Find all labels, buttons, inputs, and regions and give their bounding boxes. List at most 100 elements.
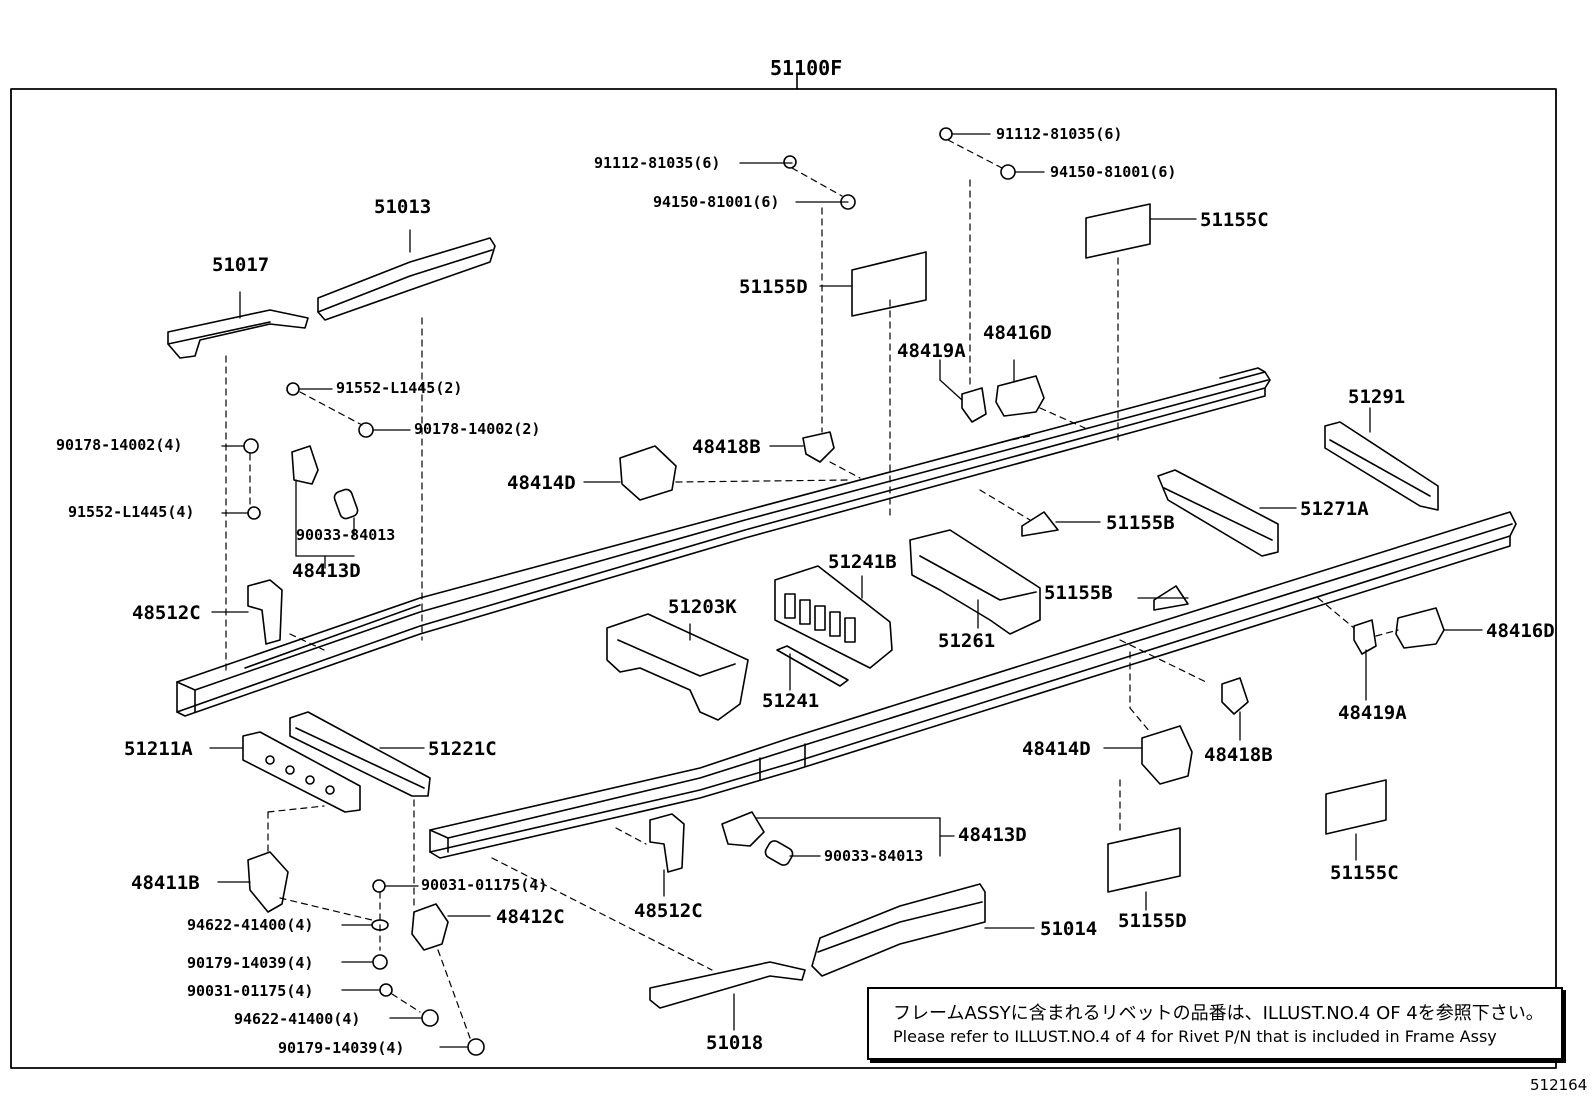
bracket-48418B-upper <box>802 431 835 463</box>
bracket-51155B-lower <box>1153 585 1189 611</box>
bracket-48414D-upper <box>619 445 677 501</box>
nut-90179-a <box>372 954 388 970</box>
collar-90033-upper <box>333 488 359 520</box>
part-label-90033-84013: 90033-84013 <box>296 526 396 544</box>
part-label-51211a: 51211A <box>124 738 193 760</box>
part-label-48413d: 48413D <box>292 560 361 582</box>
part-label-48418b: 48418B <box>692 436 761 458</box>
part-label-48414d: 48414D <box>507 472 576 494</box>
part-51017-shape <box>167 309 309 359</box>
part-label-48512c: 48512C <box>132 602 201 624</box>
part-51221C-shape <box>289 711 431 797</box>
part-label-51221c: 51221C <box>428 738 497 760</box>
part-label-48416d: 48416D <box>983 322 1052 344</box>
part-label-48412c: 48412C <box>496 906 565 928</box>
bracket-51155B-upper <box>1021 511 1059 537</box>
collar-90033-lower <box>764 840 794 866</box>
part-label-51155c: 51155C <box>1330 862 1399 884</box>
bracket-48414D-lower <box>1141 725 1193 785</box>
rivet-note-english: Please refer to ILLUST.NO.4 of 4 for Riv… <box>893 1027 1497 1046</box>
part-51211A-shape <box>242 731 361 813</box>
bolt-91552-lower <box>247 506 261 520</box>
bracket-48512C-upper <box>247 579 283 645</box>
part-label-51203k: 51203K <box>668 596 737 618</box>
part-label-90033-84013: 90033-84013 <box>824 847 924 865</box>
part-label-51155d: 51155D <box>739 276 808 298</box>
part-label-94622-41400-4: 94622-41400(4) <box>234 1010 361 1028</box>
part-label-91112-81035-6: 91112-81035(6) <box>996 125 1123 143</box>
part-label-91552-l1445-2: 91552-L1445(2) <box>336 379 463 397</box>
bracket-48412C-shape <box>411 903 449 951</box>
part-label-94622-41400-4: 94622-41400(4) <box>187 916 314 934</box>
dashed-assembly-lines <box>225 139 1399 1039</box>
assembly-title: 51100F <box>770 56 843 80</box>
part-label-51018: 51018 <box>706 1032 764 1054</box>
part-51241B-shape <box>774 565 893 669</box>
part-label-51241: 51241 <box>762 690 820 712</box>
part-label-94150-81001-6: 94150-81001(6) <box>653 193 780 211</box>
bolt-91552-upper <box>286 382 300 396</box>
part-51014-shape <box>811 883 986 977</box>
plate-51155C-lower <box>1325 779 1387 835</box>
part-51013-shape <box>317 237 496 321</box>
bracket-48419A-upper <box>961 387 987 423</box>
bracket-48416D-lower <box>1395 607 1445 649</box>
part-label-51013: 51013 <box>374 196 432 218</box>
bolt-91112-upper-right <box>939 127 953 141</box>
bracket-48418B-lower <box>1221 677 1249 715</box>
part-label-48411b: 48411B <box>131 872 200 894</box>
part-label-51017: 51017 <box>212 254 270 276</box>
part-label-48413d: 48413D <box>958 824 1027 846</box>
nut-90178-upper <box>243 438 259 454</box>
bracket-48512C-lower <box>649 813 685 873</box>
part-label-48512c: 48512C <box>634 900 703 922</box>
part-51203K-shape <box>606 613 749 721</box>
part-label-51014: 51014 <box>1040 918 1098 940</box>
bolt-90031-b <box>379 983 393 997</box>
part-label-48419a: 48419A <box>897 340 966 362</box>
plate-51155C-upper <box>1085 203 1151 259</box>
plate-51155D-lower <box>1107 827 1181 893</box>
part-label-91112-81035-6: 91112-81035(6) <box>594 154 721 172</box>
part-label-90031-01175-4: 90031-01175(4) <box>421 876 548 894</box>
part-label-51261: 51261 <box>938 630 996 652</box>
washer-94622-b <box>421 1009 439 1027</box>
part-label-51291: 51291 <box>1348 386 1406 408</box>
bracket-48413D-upper <box>291 445 319 485</box>
bracket-48419A-lower <box>1353 619 1377 655</box>
part-label-94150-81001-6: 94150-81001(6) <box>1050 163 1177 181</box>
part-label-48418b: 48418B <box>1204 744 1273 766</box>
part-label-51241b: 51241B <box>828 551 897 573</box>
part-51291-shape <box>1324 421 1439 511</box>
part-label-90178-14002-4: 90178-14002(4) <box>56 436 183 454</box>
rivet-note-japanese: フレームASSYに含まれるリベットの品番は、ILLUST.NO.4 OF 4を参… <box>893 1003 1544 1024</box>
part-label-90179-14039-4: 90179-14039(4) <box>278 1039 405 1057</box>
part-label-48416d: 48416D <box>1486 620 1555 642</box>
part-51018-shape <box>649 961 806 1009</box>
part-label-90031-01175-4: 90031-01175(4) <box>187 982 314 1000</box>
part-label-48419a: 48419A <box>1338 702 1407 724</box>
bolt-90031-a <box>372 879 386 893</box>
assembly-frame-border <box>10 88 1557 1069</box>
illustration-code: 512164 <box>1530 1076 1588 1094</box>
bolt-91112-upper-mid <box>783 155 797 169</box>
left-side-rail <box>176 367 1271 717</box>
part-51261-shape <box>909 529 1041 635</box>
part-label-51155c: 51155C <box>1200 209 1269 231</box>
part-51271A-shape <box>1157 469 1279 557</box>
bracket-48413D-lower <box>721 811 765 847</box>
right-side-rail <box>429 511 1517 859</box>
bracket-48416D-upper <box>995 375 1045 417</box>
part-label-48414d: 48414D <box>1022 738 1091 760</box>
leader-lines <box>209 133 1483 1048</box>
part-51241-shape <box>776 645 849 687</box>
part-label-91552-l1445-4: 91552-L1445(4) <box>68 503 195 521</box>
part-label-51271a: 51271A <box>1300 498 1369 520</box>
part-label-90179-14039-4: 90179-14039(4) <box>187 954 314 972</box>
plate-51155D-upper <box>851 251 927 317</box>
rivet-note-box: フレームASSYに含まれるリベットの品番は、ILLUST.NO.4 OF 4を参… <box>867 987 1563 1060</box>
nut-90179-b <box>467 1038 485 1056</box>
part-label-51155b: 51155B <box>1106 512 1175 534</box>
bracket-48411B-shape <box>247 851 289 913</box>
